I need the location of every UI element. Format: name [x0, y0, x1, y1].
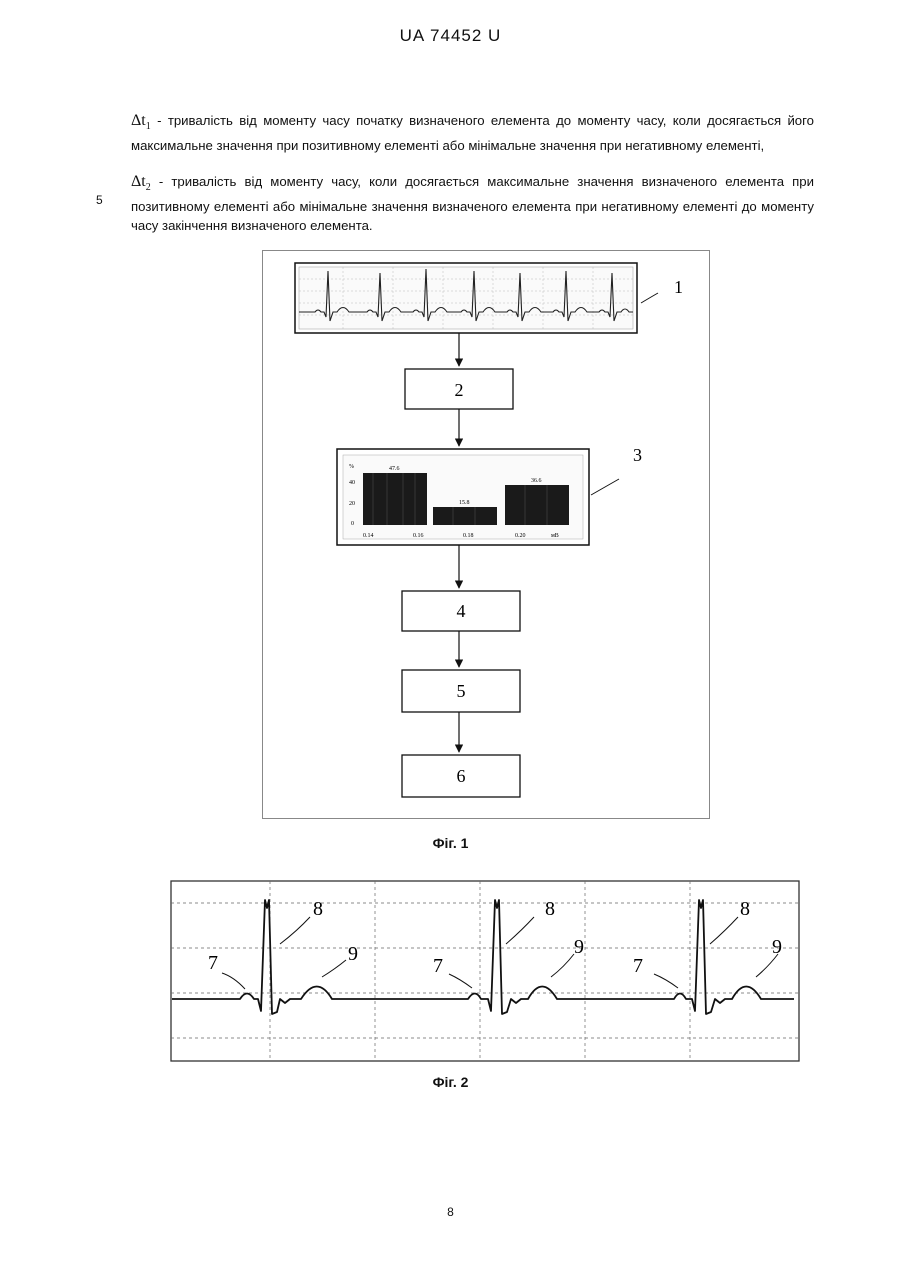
histogram-xtick: 0.20	[515, 533, 526, 539]
histogram-ytick: 20	[349, 501, 355, 507]
line-number: 5	[96, 193, 103, 207]
block-4-label: 4	[457, 601, 466, 621]
label-8: 8	[313, 898, 323, 920]
block-2: 2	[405, 369, 513, 409]
label-8: 8	[740, 898, 750, 920]
label-8: 8	[545, 898, 555, 920]
block-6: 6	[402, 755, 520, 797]
block-2-label: 2	[455, 380, 464, 400]
document-header: UA 74452 U	[0, 26, 901, 46]
label-7: 7	[433, 955, 443, 977]
histogram-xtick: 0.14	[363, 533, 374, 539]
label-7: 7	[208, 952, 218, 974]
figure-1-frame: 1 2 % 40 20 0 47.6 15.8	[262, 250, 710, 819]
page-number: 8	[0, 1205, 901, 1219]
label-9: 9	[574, 936, 584, 958]
figure-2-ecg: 7 8 9 7 8 9 7 8 9	[170, 880, 800, 1062]
label-7: 7	[633, 955, 643, 977]
histogram-xunit: мВ	[551, 533, 559, 539]
block-6-label: 6	[457, 766, 466, 786]
histogram-xtick: 0.18	[463, 533, 474, 539]
histogram-bar	[433, 507, 497, 525]
callout-3: 3	[633, 445, 642, 465]
block-5-label: 5	[457, 681, 466, 701]
histogram-bar-label: 36.6	[531, 478, 542, 484]
histogram-bar	[505, 485, 569, 525]
delta-t1-symbol: Δt1	[131, 112, 151, 129]
histogram-bar-label: 47.6	[389, 466, 400, 472]
block-5: 5	[402, 670, 520, 712]
figure-1-diagram: 1 2 % 40 20 0 47.6 15.8	[263, 251, 711, 820]
histogram-bar	[363, 473, 427, 525]
figure-2-diagram: 7 8 9 7 8 9 7 8 9	[170, 880, 800, 1062]
histogram-ytick: 40	[349, 480, 355, 486]
delta-t2-symbol: Δt2	[131, 173, 151, 190]
callout-1: 1	[674, 277, 683, 297]
definition-dt1: Δt1 - тривалість від моменту часу початк…	[131, 111, 814, 155]
definition-dt2: Δt2 - тривалість від моменту часу, коли …	[131, 172, 814, 235]
definition-dt2-text: - тривалість від моменту часу, коли дося…	[131, 174, 814, 233]
figure-2-caption: Фіг. 2	[0, 1074, 901, 1090]
label-9: 9	[772, 936, 782, 958]
figure-1-caption: Фіг. 1	[0, 835, 901, 851]
definition-dt1-text: - тривалість від моменту часу початку ви…	[131, 113, 814, 153]
histogram-bar-label: 15.8	[459, 500, 470, 506]
label-9: 9	[348, 943, 358, 965]
histogram-block: % 40 20 0 47.6 15.8 36.6 0.14 0.16 0.18 …	[337, 445, 642, 545]
histogram-xtick: 0.16	[413, 533, 424, 539]
histogram-ytick: 0	[351, 521, 354, 527]
block-4: 4	[402, 591, 520, 631]
ecg-recording-block: 1	[295, 263, 683, 333]
histogram-unit: %	[349, 464, 354, 470]
